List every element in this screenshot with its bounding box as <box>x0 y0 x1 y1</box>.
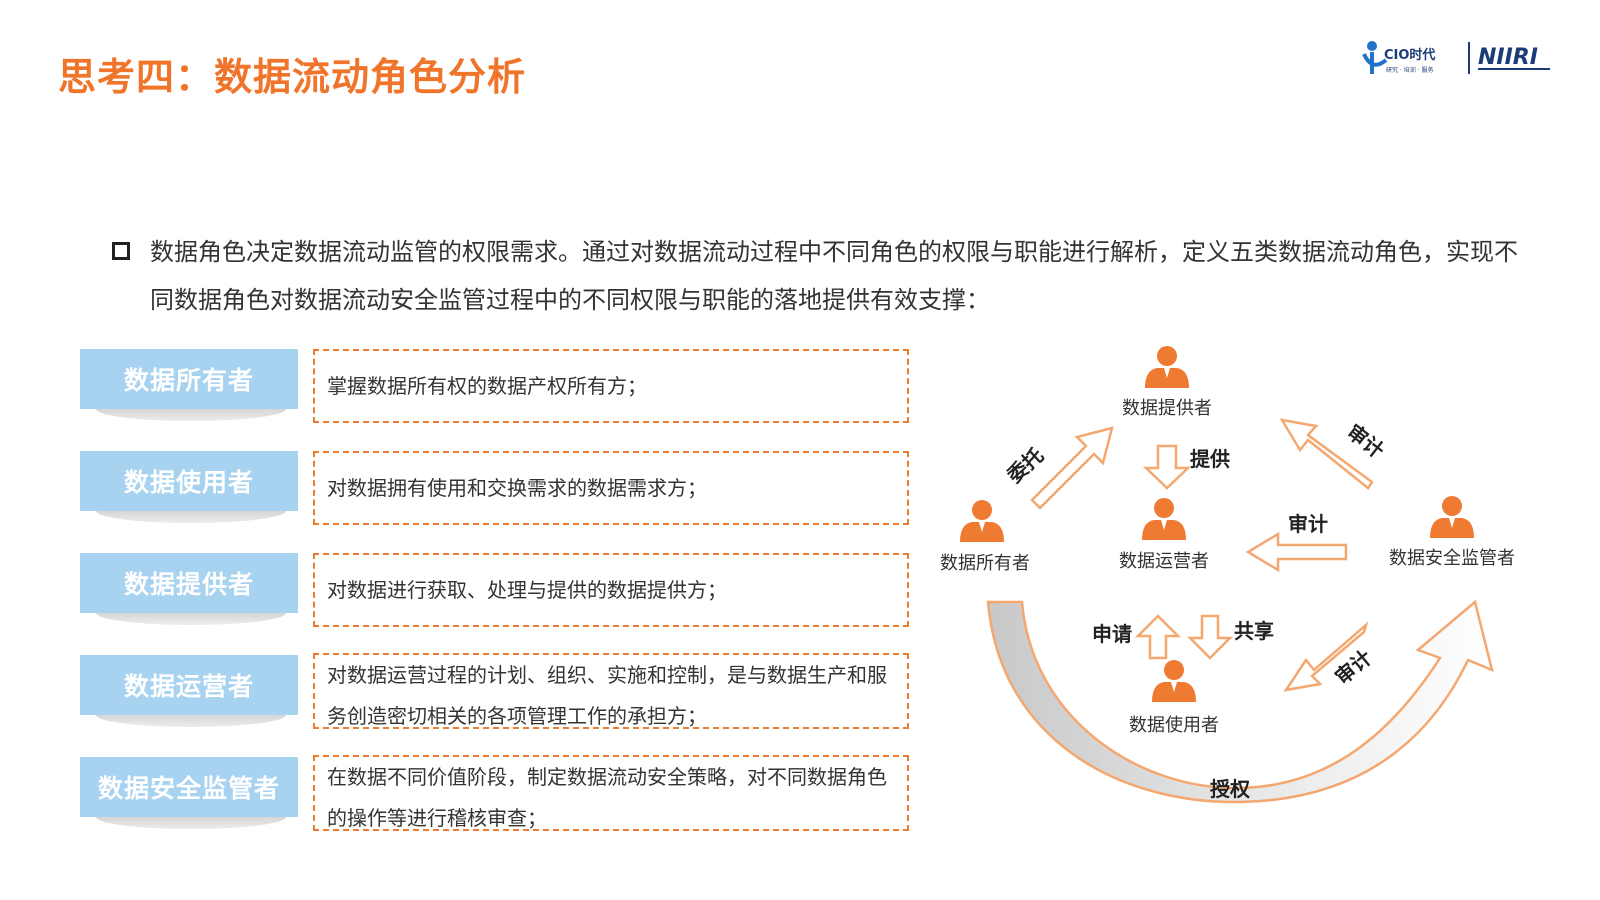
action-audit-top: 审计 <box>1342 419 1388 463</box>
action-audit-mid: 审计 <box>1288 512 1328 536</box>
action-provide: 提供 <box>1190 447 1230 471</box>
role-desc-operator: 对数据运营过程的计划、组织、实施和控制，是与数据生产和服务创造密切相关的各项管理… <box>313 653 909 729</box>
node-operator: 数据运营者 <box>1119 551 1209 572</box>
checkbox-bullet-icon <box>112 242 130 260</box>
role-label-provider: 数据提供者 <box>80 553 298 613</box>
role-shadow <box>96 613 286 625</box>
intro-paragraph: 数据角色决定数据流动监管的权限需求。通过对数据流动过程中不同角色的权限与职能进行… <box>112 228 1522 324</box>
role-desc-text: 对数据拥有使用和交换需求的数据需求方； <box>327 476 707 500</box>
role-desc-text: 掌握数据所有权的数据产权所有方； <box>327 374 647 398</box>
action-entrust: 委托 <box>1002 443 1049 488</box>
user-person-icon <box>1152 660 1196 702</box>
role-shadow <box>96 511 286 523</box>
role-desc-provider: 对数据进行获取、处理与提供的数据提供方； <box>313 553 909 627</box>
audit-top-arrow <box>1279 418 1374 490</box>
role-label-owner: 数据所有者 <box>80 349 298 409</box>
logo-left-text: CIO时代 <box>1384 47 1435 63</box>
supervisor-person-icon <box>1430 496 1474 538</box>
role-label-user: 数据使用者 <box>80 451 298 511</box>
action-share: 共享 <box>1234 619 1274 643</box>
role-flow-diagram: 数据提供者 数据所有者 数据运营者 数据安全监管者 数据使用者 委托 审计 提供… <box>940 346 1515 804</box>
action-apply: 申请 <box>1092 622 1132 646</box>
provide-arrow <box>1142 444 1192 490</box>
share-arrow <box>1186 614 1234 660</box>
operator-person-icon <box>1142 498 1186 540</box>
role-shadow <box>96 817 286 829</box>
role-shadow <box>96 409 286 421</box>
node-owner: 数据所有者 <box>940 553 1030 574</box>
role-desc-text: 对数据运营过程的计划、组织、实施和控制，是与数据生产和服务创造密切相关的各项管理… <box>327 663 887 728</box>
audit-mid-arrow <box>1245 531 1348 573</box>
role-desc-supervisor: 在数据不同价值阶段，制定数据流动安全策略，对不同数据角色的操作等进行稽核审查； <box>313 755 909 831</box>
role-label-operator: 数据运营者 <box>80 655 298 715</box>
intro-text: 数据角色决定数据流动监管的权限需求。通过对数据流动过程中不同角色的权限与职能进行… <box>150 238 1518 314</box>
node-provider: 数据提供者 <box>1122 398 1212 419</box>
logo-left-sub: 研究 · 培训 · 服务 <box>1386 66 1433 74</box>
page-title: 思考四：数据流动角色分析 <box>58 55 527 99</box>
node-supervisor: 数据安全监管者 <box>1389 548 1515 569</box>
role-desc-user: 对数据拥有使用和交换需求的数据需求方； <box>313 451 909 525</box>
provider-person-icon <box>1145 346 1189 388</box>
action-authorize: 授权 <box>1210 777 1251 801</box>
role-shadow <box>96 715 286 727</box>
cio-logo: CIO时代 研究 · 培训 · 服务 <box>1362 41 1435 74</box>
role-desc-text: 在数据不同价值阶段，制定数据流动安全策略，对不同数据角色的操作等进行稽核审查； <box>327 765 887 830</box>
audit-bottom-arrow <box>1283 621 1369 692</box>
authorize-arc <box>986 599 1494 804</box>
logo-right-text: NIIRI <box>1478 45 1538 70</box>
apply-arrow <box>1134 614 1182 660</box>
role-desc-text: 对数据进行获取、处理与提供的数据提供方； <box>327 578 727 602</box>
owner-person-icon <box>960 500 1004 542</box>
role-desc-owner: 掌握数据所有权的数据产权所有方； <box>313 349 909 423</box>
node-user: 数据使用者 <box>1129 715 1219 736</box>
role-label-supervisor: 数据安全监管者 <box>80 757 298 817</box>
entrust-arrow <box>1030 426 1114 510</box>
niiri-logo: NIIRI <box>1478 45 1550 70</box>
logo-area: CIO时代 研究 · 培训 · 服务 NIIRI <box>1362 41 1550 74</box>
